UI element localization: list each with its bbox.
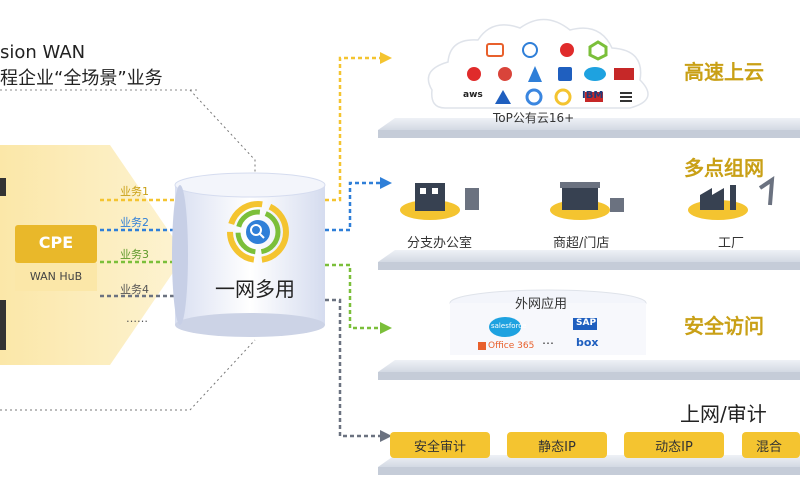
perspective-line-top xyxy=(189,89,256,175)
biz-label-3: 业务3 xyxy=(120,248,149,261)
hub-cylinder-top xyxy=(174,172,326,198)
sap-logo-shape xyxy=(573,318,597,330)
salesforce-logo-text: salesforce xyxy=(491,322,527,330)
wan-hub-label: WAN HuB xyxy=(29,270,83,283)
device-edge-bottom xyxy=(0,300,6,350)
branch-office-label: 分支办公室 xyxy=(407,236,473,251)
ext-app-label: 外网应用 xyxy=(515,297,568,312)
factory-label: 工厂 xyxy=(718,236,745,251)
sap-logo-text: SAP xyxy=(576,318,597,328)
line-to-secure xyxy=(325,263,380,330)
ibm-logo-text: IBM xyxy=(582,90,604,101)
biz-label-4: 业务4 xyxy=(120,283,149,296)
tag-dynamic-ip: 动态IP xyxy=(624,432,724,458)
apps-ellipsis: … xyxy=(542,333,554,347)
hub-label: 一网多用 xyxy=(215,277,295,301)
store-label: 商超/门店 xyxy=(553,236,610,251)
line-to-mesh xyxy=(325,181,380,232)
cloud-caption: ToP公有云16+ xyxy=(493,111,575,125)
shelf-3 xyxy=(378,360,800,372)
store-illustration xyxy=(550,182,624,220)
header-line2: 程企业“全场景”业务 xyxy=(0,68,163,89)
hub-cylinder-body xyxy=(175,185,325,325)
factory-illustration xyxy=(688,176,775,220)
line-to-audit xyxy=(325,298,380,438)
title-cloud: 高速上云 xyxy=(684,60,764,84)
tag-security-audit: 安全审计 xyxy=(390,432,490,458)
cpe-label: CPE xyxy=(38,233,74,252)
hub-cylinder-bottom xyxy=(175,313,325,337)
aws-logo-text: aws xyxy=(463,90,483,100)
office365-logo-text: Office 365 xyxy=(488,341,535,351)
office-logo-shape xyxy=(478,342,486,350)
salesforce-logo-shape xyxy=(489,317,521,337)
branch-office-illustration xyxy=(400,183,479,220)
title-audit: 上网/审计 xyxy=(680,402,767,426)
shelf-2 xyxy=(378,250,800,262)
biz-label-2: 业务2 xyxy=(120,216,149,229)
tag-static-ip: 静态IP xyxy=(507,432,607,458)
box-logo-text: box xyxy=(576,336,599,349)
hub-cylinder-left-edge xyxy=(172,185,188,325)
title-mesh: 多点组网 xyxy=(684,156,764,180)
shelf-1 xyxy=(378,118,800,130)
header-line1: sion WAN xyxy=(0,42,86,63)
tag-hybrid: 混合 xyxy=(742,432,800,458)
device-edge-top xyxy=(0,178,6,196)
perspective-line-bottom xyxy=(0,339,256,411)
line-to-cloud xyxy=(325,56,380,202)
cloud-shape xyxy=(427,18,649,109)
cpe-base-shape xyxy=(15,263,97,291)
biz-more: …… xyxy=(126,312,148,325)
hub-ring-icon xyxy=(227,201,289,263)
title-secure: 安全访问 xyxy=(684,314,764,338)
cloud-logos xyxy=(467,40,634,106)
shelf-4 xyxy=(378,455,800,467)
biz-label-1: 业务1 xyxy=(120,185,149,198)
cpe-box-shape xyxy=(15,225,97,263)
